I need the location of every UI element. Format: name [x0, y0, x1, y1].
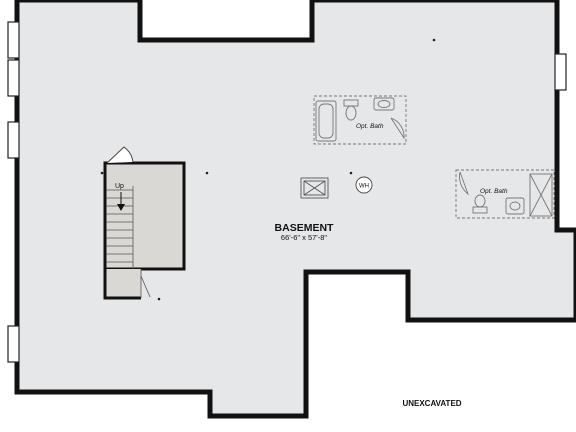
stair-door-swing	[106, 146, 134, 164]
water-heater-icon	[355, 176, 373, 194]
stair-wall	[103, 163, 141, 300]
window-right	[554, 53, 567, 91]
opt-bath-1-tub	[315, 100, 337, 142]
opt-bath-2-toilet-bowl	[474, 194, 486, 208]
furnace-box	[300, 177, 329, 199]
window-left-2	[7, 59, 20, 97]
stair-arrow-head	[117, 204, 125, 211]
stair-direction-label: Up	[115, 183, 124, 190]
opt-bath-2-label: Opt. Bath	[480, 188, 508, 195]
basement-floor	[14, 0, 576, 419]
stairwell: Up	[103, 146, 186, 300]
opt-bath-1-vanity	[373, 97, 395, 111]
room-dimensions-label: 66'-6" x 57'-8"	[281, 233, 327, 242]
unexcavated-label: UNEXCAVATED	[402, 399, 461, 408]
stair-treads	[106, 186, 142, 298]
opt-bath-1-door	[390, 117, 405, 140]
stair-landing	[103, 161, 186, 271]
window-left-3	[7, 121, 20, 159]
opt-bath-1-sink	[377, 100, 391, 108]
water-heater-label: WH	[359, 184, 369, 190]
opt-bath-2-vanity	[505, 197, 525, 215]
stair-diagonal	[140, 275, 151, 298]
window-left-4	[7, 325, 20, 363]
room-name-label: BASEMENT	[275, 222, 335, 234]
opt-bath-2-outline	[455, 169, 555, 219]
opt-bath-2-sink	[509, 201, 521, 211]
opt-bath-2: Opt. Bath	[455, 169, 555, 219]
opt-bath-1: Opt. Bath	[313, 95, 407, 145]
opt-bath-2-shower	[529, 173, 553, 217]
opt-bath-1-outline	[313, 95, 407, 145]
left-windows	[7, 21, 20, 363]
top-opening	[137, 0, 315, 43]
support-posts	[100, 38, 436, 301]
opt-bath-1-label: Opt. Bath	[356, 123, 384, 130]
opt-bath-1-toilet-bowl	[345, 105, 357, 121]
opt-bath-2-door	[459, 171, 469, 196]
opt-bath-1-tub-inner	[318, 103, 334, 139]
window-left-1	[7, 21, 20, 59]
stair-lower-fill	[105, 269, 141, 298]
